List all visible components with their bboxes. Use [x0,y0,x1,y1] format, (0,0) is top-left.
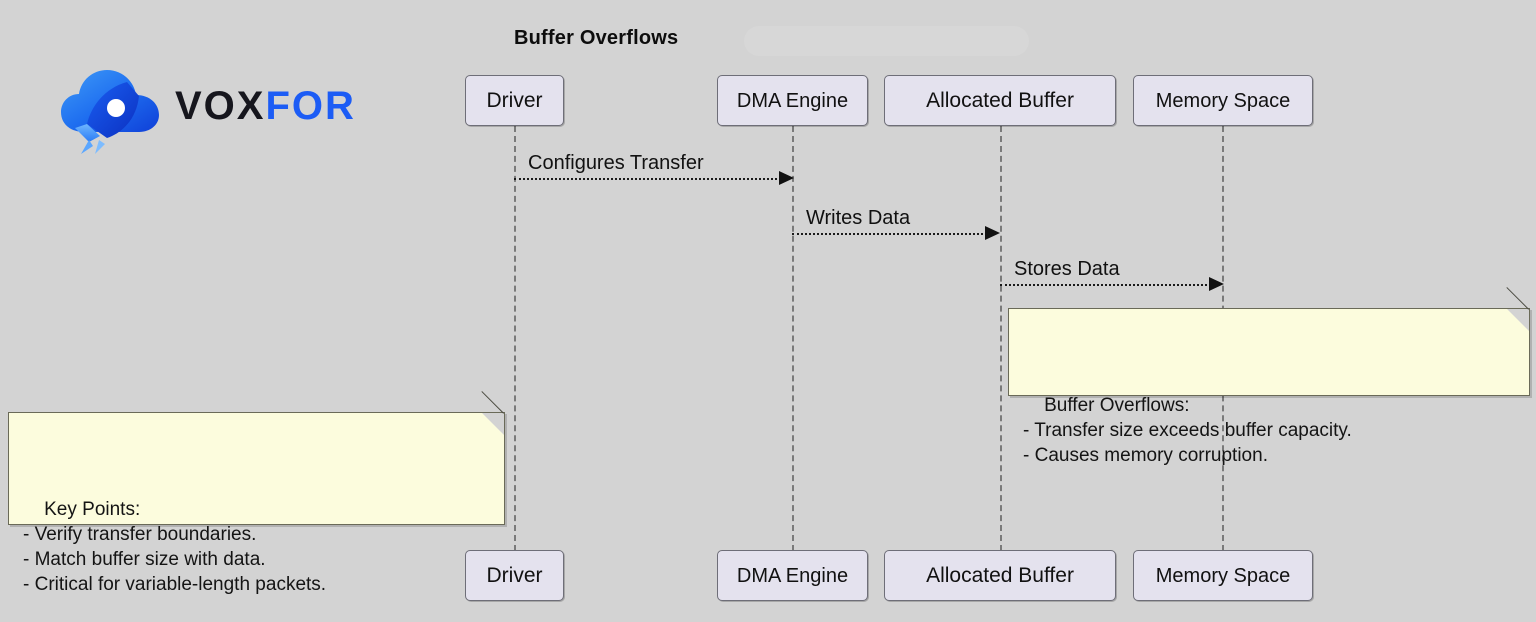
participant-label: Driver [486,564,543,587]
arrowhead-icon [779,171,794,185]
participant-foot-allocated-buffer[interactable]: Allocated Buffer [884,550,1116,601]
arrowhead-icon [1209,277,1224,291]
participant-label: Allocated Buffer [926,89,1074,112]
message-line [1000,284,1215,286]
brand-wordmark-vox: VOX [175,84,266,128]
participant-label: Memory Space [1155,564,1291,587]
participant-head-dma-engine[interactable]: DMA Engine [717,75,868,126]
message-label: Stores Data [1014,258,1120,280]
note-fold-icon [1507,309,1529,331]
note-text: Buffer Overflows: - Transfer size exceed… [1023,395,1352,466]
participant-label: DMA Engine [736,564,849,587]
lifeline-dma-engine [792,126,794,551]
participant-foot-memory-space[interactable]: Memory Space [1133,550,1313,601]
arrowhead-icon [985,226,1000,240]
note-fold-edge [481,391,504,414]
participant-label: Driver [486,89,543,112]
message-label: Writes Data [806,207,911,229]
diagram-title: Buffer Overflows [514,27,679,49]
participant-head-allocated-buffer[interactable]: Allocated Buffer [884,75,1116,126]
note-key-points: Key Points: - Verify transfer boundaries… [8,391,505,595]
participant-head-driver[interactable]: Driver [465,75,564,126]
participant-label: Memory Space [1155,89,1291,112]
participant-label: Allocated Buffer [926,564,1074,587]
message-line [514,178,785,180]
brand-logo: VOXFOR [55,58,356,154]
message-label: Configures Transfer [528,152,704,174]
participant-head-memory-space[interactable]: Memory Space [1133,75,1313,126]
participant-foot-driver[interactable]: Driver [465,550,564,601]
cloud-rocket-icon [61,70,159,154]
note-fold-edge [1506,287,1529,310]
brand-wordmark: VOXFOR [175,86,356,126]
note-fold-icon [482,413,504,435]
message-line [792,233,991,235]
brand-wordmark-for: FOR [265,84,356,128]
lifeline-allocated-buffer [1000,126,1002,551]
note-buffer-overflows: Buffer Overflows: - Transfer size exceed… [1008,287,1530,466]
note-text: Key Points: - Verify transfer boundaries… [23,499,327,595]
lifeline-driver [514,126,516,551]
title-watermark-band [744,26,1029,56]
participant-label: DMA Engine [736,89,849,112]
participant-foot-dma-engine[interactable]: DMA Engine [717,550,868,601]
